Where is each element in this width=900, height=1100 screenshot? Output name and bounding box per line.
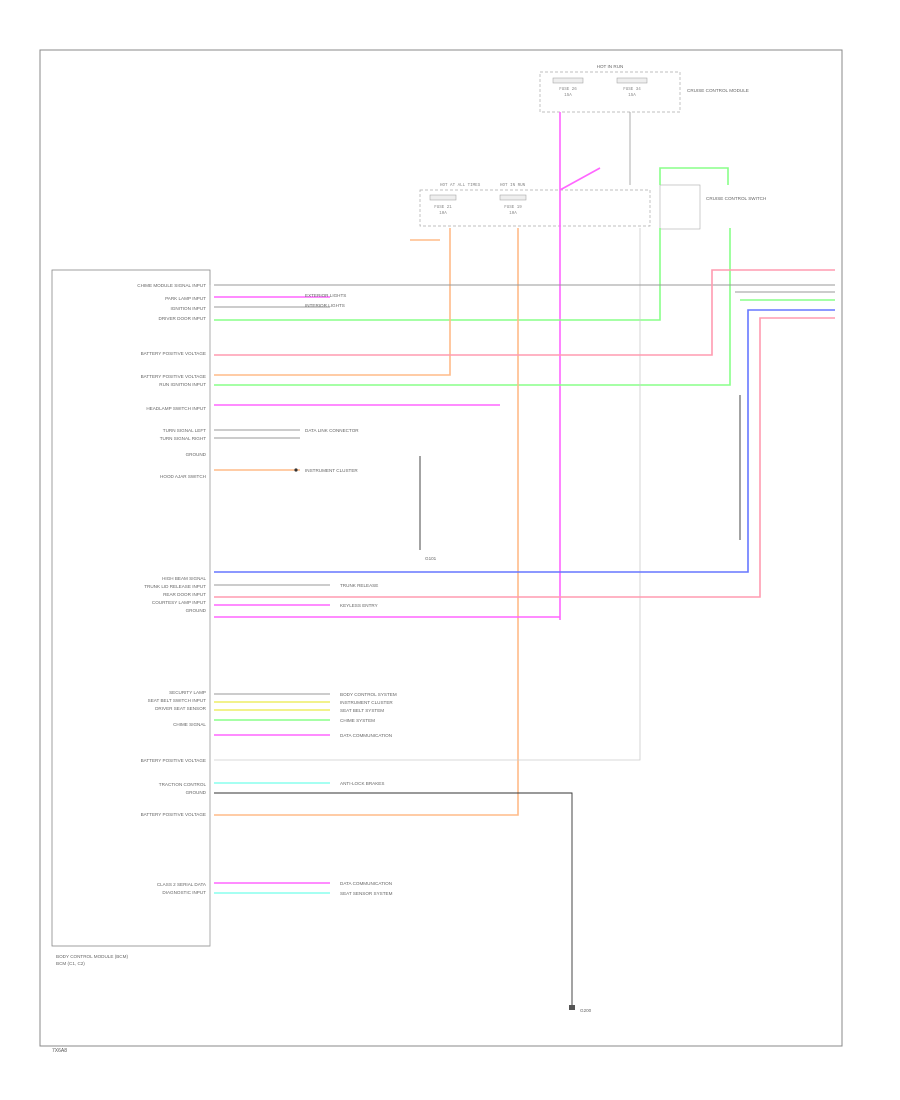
system-label: ANTI-LOCK BRAKES — [340, 781, 384, 786]
right-note: CRUISE CONTROL SWITCH — [706, 196, 766, 201]
wire-ground — [214, 792, 573, 945]
pin-label: HIGH BEAM SIGNAL — [162, 576, 206, 581]
fuse-block-outline — [539, 71, 681, 113]
body-control-module: BODY CONTROL MODULE (BCM) BCM (C1, C2) — [51, 269, 211, 966]
pin-label: COURTESY LAMP INPUT — [152, 600, 206, 605]
pin-label: TRUNK LID RELEASE INPUT — [144, 584, 206, 589]
mid-fuse-block: HOT AT ALL TIMES FUSE 21 10A HOT IN RUN … — [419, 184, 766, 230]
system-label: SEAT BELT SYSTEM — [340, 708, 384, 713]
system-label: BODY CONTROL SYSTEM — [340, 692, 397, 697]
system-label: CHIME SYSTEM — [340, 718, 375, 723]
system-label: SEAT SENSOR SYSTEM — [340, 891, 393, 896]
mid-fuse-1-title: HOT AT ALL TIMES — [440, 184, 481, 188]
pin-label: TRACTION CONTROL — [159, 782, 207, 787]
mid-fuse-1-amps: 10A — [439, 212, 447, 216]
pin-label: SEAT BELT SWITCH INPUT — [148, 698, 207, 703]
wire-pink-1 — [214, 269, 835, 356]
fuse-block-note: CRUISE CONTROL MODULE — [687, 88, 749, 93]
wire-orange-1 — [214, 228, 451, 376]
switch-box — [659, 184, 701, 230]
system-labels: EXTERIOR LIGHTS INTERIOR LIGHTS DATA LIN… — [294, 293, 397, 896]
fuse-26 — [552, 77, 584, 84]
pin-label: DIAGNOSTIC INPUT — [162, 890, 206, 895]
system-wires — [214, 395, 741, 1005]
grounds: G200 G101 — [425, 556, 592, 1013]
system-label: DATA COMMUNICATION — [340, 881, 392, 886]
pin-label: DRIVER SEAT SENSOR — [155, 706, 207, 711]
pin-label: GROUND — [186, 452, 207, 457]
mid-fuse-2-title: HOT IN RUN — [500, 184, 526, 188]
system-label: DATA LINK CONNECTOR — [305, 428, 359, 433]
top-fuse-block: HOT IN RUN FUSE 26 15A FUSE 34 15A CRUIS… — [539, 64, 749, 113]
pin-label: IGNITION INPUT — [171, 306, 207, 311]
fuse-26-label: FUSE 26 — [559, 88, 577, 92]
mid-fuse-outline — [419, 189, 651, 227]
fuse-block-title: HOT IN RUN — [597, 64, 624, 69]
module-pin-labels: CHIME MODULE SIGNAL INPUT PARK LAMP INPU… — [137, 283, 207, 895]
wire-green-top — [659, 167, 729, 185]
wire-green-1 — [214, 228, 661, 321]
mid-fuse-1 — [429, 194, 457, 201]
pin-label: SECURITY LAMP — [169, 690, 206, 695]
system-label: INSTRUMENT CLUSTER — [340, 700, 393, 705]
system-label: INSTRUMENT CLUSTER — [305, 468, 358, 473]
pin-label: BATTERY POSITIVE VOLTAGE — [141, 812, 206, 817]
pin-label: TURN SIGNAL LEFT — [163, 428, 206, 433]
fuse-34-amps: 15A — [628, 94, 636, 98]
wire-green-2 — [214, 228, 731, 386]
wire-blue — [214, 309, 835, 573]
wire-gray-2 — [214, 228, 641, 761]
bus-wires — [214, 269, 835, 618]
pin-label: CHIME MODULE SIGNAL INPUT — [137, 283, 206, 288]
fuse-34-label: FUSE 34 — [623, 88, 641, 92]
mid-fuse-1-name: FUSE 21 — [434, 206, 452, 210]
system-label: EXTERIOR LIGHTS — [305, 293, 346, 298]
pin-label: BATTERY POSITIVE VOLTAGE — [141, 374, 206, 379]
system-label: TRUNK RELEASE — [340, 583, 378, 588]
pin-label: GROUND — [186, 790, 207, 795]
pin-label: PARK LAMP INPUT — [165, 296, 206, 301]
mid-fuse-2-name: FUSE 19 — [504, 206, 522, 210]
feed-wires — [214, 112, 731, 816]
mid-fuse-2-amps: 10A — [509, 212, 517, 216]
system-label: KEYLESS ENTRY — [340, 603, 378, 608]
mid-fuse-2 — [499, 194, 527, 201]
ground-label: G101 — [425, 556, 437, 561]
pin-label: HOOD AJAR SWITCH — [160, 474, 206, 479]
pin-label: BATTERY POSITIVE VOLTAGE — [141, 758, 206, 763]
pin-label: CHIME SIGNAL — [173, 722, 206, 727]
pin-label: RUN IGNITION INPUT — [159, 382, 206, 387]
pin-label: DRIVER DOOR INPUT — [159, 316, 207, 321]
ground-label: G200 — [580, 1008, 592, 1013]
wire-magenta-branch — [559, 167, 601, 191]
pin-label: CLASS 2 SERIAL DATA — [157, 882, 207, 887]
module-name: BODY CONTROL MODULE (BCM) — [56, 954, 128, 959]
module-name-2: BCM (C1, C2) — [56, 961, 85, 966]
fuse-34 — [616, 77, 648, 84]
wire-pink-2 — [214, 317, 835, 598]
pin-label: REAR DOOR INPUT — [163, 592, 206, 597]
outer-frame — [39, 49, 843, 1047]
figure-code: 7X6A8 — [52, 1048, 67, 1054]
system-label: DATA COMMUNICATION — [340, 733, 392, 738]
pin-label: GROUND — [186, 608, 207, 613]
fuse-26-amps: 15A — [564, 94, 572, 98]
wire-orange-2 — [214, 228, 519, 816]
pin-label: BATTERY POSITIVE VOLTAGE — [141, 351, 206, 356]
system-label: INTERIOR LIGHTS — [305, 303, 345, 308]
pin-label: TURN SIGNAL RIGHT — [160, 436, 206, 441]
pin-label: HEADLAMP SWITCH INPUT — [146, 406, 206, 411]
